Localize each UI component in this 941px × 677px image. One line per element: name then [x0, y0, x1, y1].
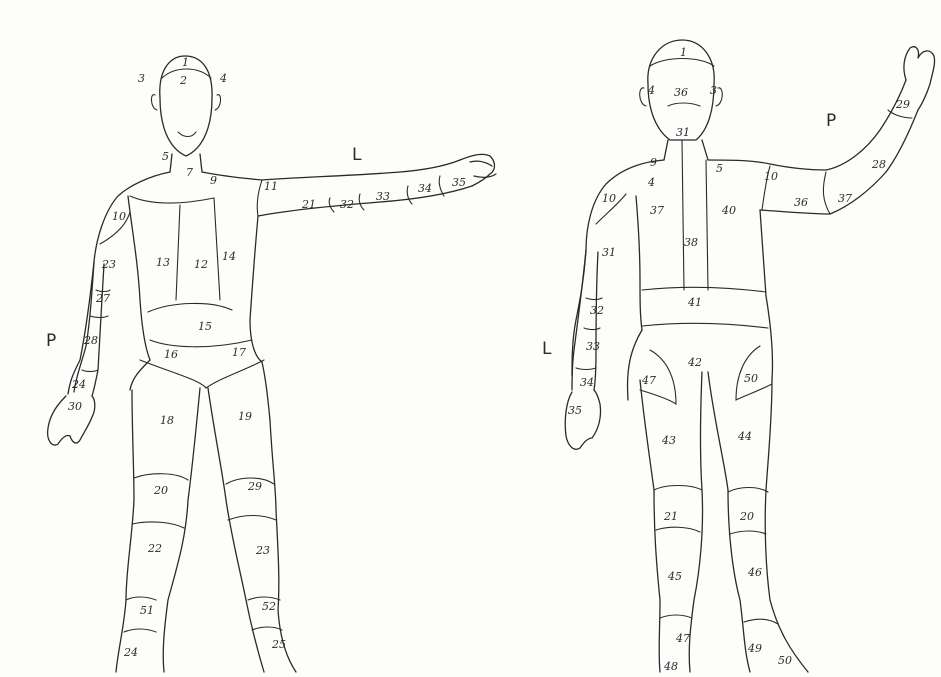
svg-text:50: 50: [744, 372, 758, 385]
svg-text:4: 4: [219, 72, 227, 85]
svg-text:28: 28: [83, 334, 98, 347]
front-torso-outline: [74, 172, 170, 392]
svg-text:43: 43: [661, 434, 676, 447]
svg-text:2: 2: [179, 74, 187, 87]
svg-text:36: 36: [794, 196, 808, 209]
svg-text:5: 5: [162, 150, 169, 163]
svg-text:47: 47: [641, 374, 656, 387]
back-segment-numbers: 1 4 36 3 31 9 5 4 10 10 37 40 38 31 36 3…: [568, 46, 910, 673]
front-head-outline: [160, 56, 212, 156]
front-figure: [48, 56, 496, 672]
front-right-side-label: P: [46, 331, 56, 351]
svg-text:25: 25: [271, 638, 286, 651]
svg-text:29: 29: [895, 98, 910, 111]
svg-text:27: 27: [95, 292, 110, 305]
svg-text:31: 31: [676, 126, 690, 139]
svg-text:37: 37: [838, 192, 852, 205]
svg-text:31: 31: [602, 246, 616, 259]
svg-text:5: 5: [716, 162, 723, 175]
svg-text:17: 17: [232, 346, 246, 359]
svg-text:36: 36: [674, 86, 688, 99]
svg-text:21: 21: [663, 510, 678, 523]
svg-text:23: 23: [255, 544, 270, 557]
svg-text:28: 28: [871, 158, 886, 171]
svg-text:24: 24: [123, 646, 138, 659]
svg-text:11: 11: [264, 180, 278, 193]
svg-text:9: 9: [210, 174, 217, 187]
svg-text:47: 47: [675, 632, 690, 645]
svg-text:42: 42: [687, 356, 702, 369]
svg-text:29: 29: [247, 480, 262, 493]
svg-text:10: 10: [602, 192, 616, 205]
svg-text:1: 1: [182, 56, 189, 69]
svg-text:7: 7: [186, 166, 193, 179]
svg-text:14: 14: [222, 250, 236, 263]
svg-text:9: 9: [650, 156, 657, 169]
svg-text:30: 30: [68, 400, 82, 413]
svg-text:3: 3: [138, 72, 145, 85]
svg-text:18: 18: [160, 414, 174, 427]
svg-text:20: 20: [739, 510, 754, 523]
svg-text:34: 34: [580, 376, 594, 389]
svg-text:38: 38: [684, 236, 698, 249]
svg-text:16: 16: [164, 348, 178, 361]
svg-text:45: 45: [667, 570, 682, 583]
svg-text:35: 35: [568, 404, 582, 417]
svg-text:23: 23: [101, 258, 116, 271]
svg-text:12: 12: [194, 258, 208, 271]
svg-text:51: 51: [140, 604, 154, 617]
svg-text:21: 21: [301, 198, 316, 211]
svg-text:3: 3: [710, 84, 717, 97]
front-left-hand: [470, 161, 496, 177]
svg-text:48: 48: [663, 660, 678, 673]
svg-text:22: 22: [147, 542, 162, 555]
svg-text:41: 41: [687, 296, 702, 309]
svg-text:4: 4: [647, 84, 655, 97]
svg-text:35: 35: [452, 176, 466, 189]
svg-text:34: 34: [418, 182, 432, 195]
svg-text:24: 24: [71, 378, 86, 391]
svg-text:46: 46: [747, 566, 762, 579]
svg-text:52: 52: [262, 600, 276, 613]
svg-text:20: 20: [153, 484, 168, 497]
svg-text:4: 4: [647, 176, 655, 189]
svg-text:15: 15: [198, 320, 212, 333]
svg-text:49: 49: [747, 642, 762, 655]
svg-text:37: 37: [650, 204, 664, 217]
svg-text:32: 32: [340, 198, 354, 211]
svg-text:33: 33: [376, 190, 390, 203]
svg-text:50: 50: [778, 654, 792, 667]
back-left-hand: [565, 390, 600, 449]
svg-text:1: 1: [680, 46, 687, 59]
svg-text:10: 10: [764, 170, 778, 183]
svg-text:44: 44: [737, 430, 752, 443]
back-right-side-label: P: [826, 111, 836, 131]
svg-text:13: 13: [156, 256, 170, 269]
back-left-side-label: L: [542, 339, 552, 359]
svg-text:33: 33: [586, 340, 600, 353]
svg-text:32: 32: [590, 304, 604, 317]
svg-text:19: 19: [238, 410, 252, 423]
front-left-side-label: L: [352, 145, 362, 165]
svg-text:10: 10: [112, 210, 126, 223]
svg-text:40: 40: [721, 204, 736, 217]
